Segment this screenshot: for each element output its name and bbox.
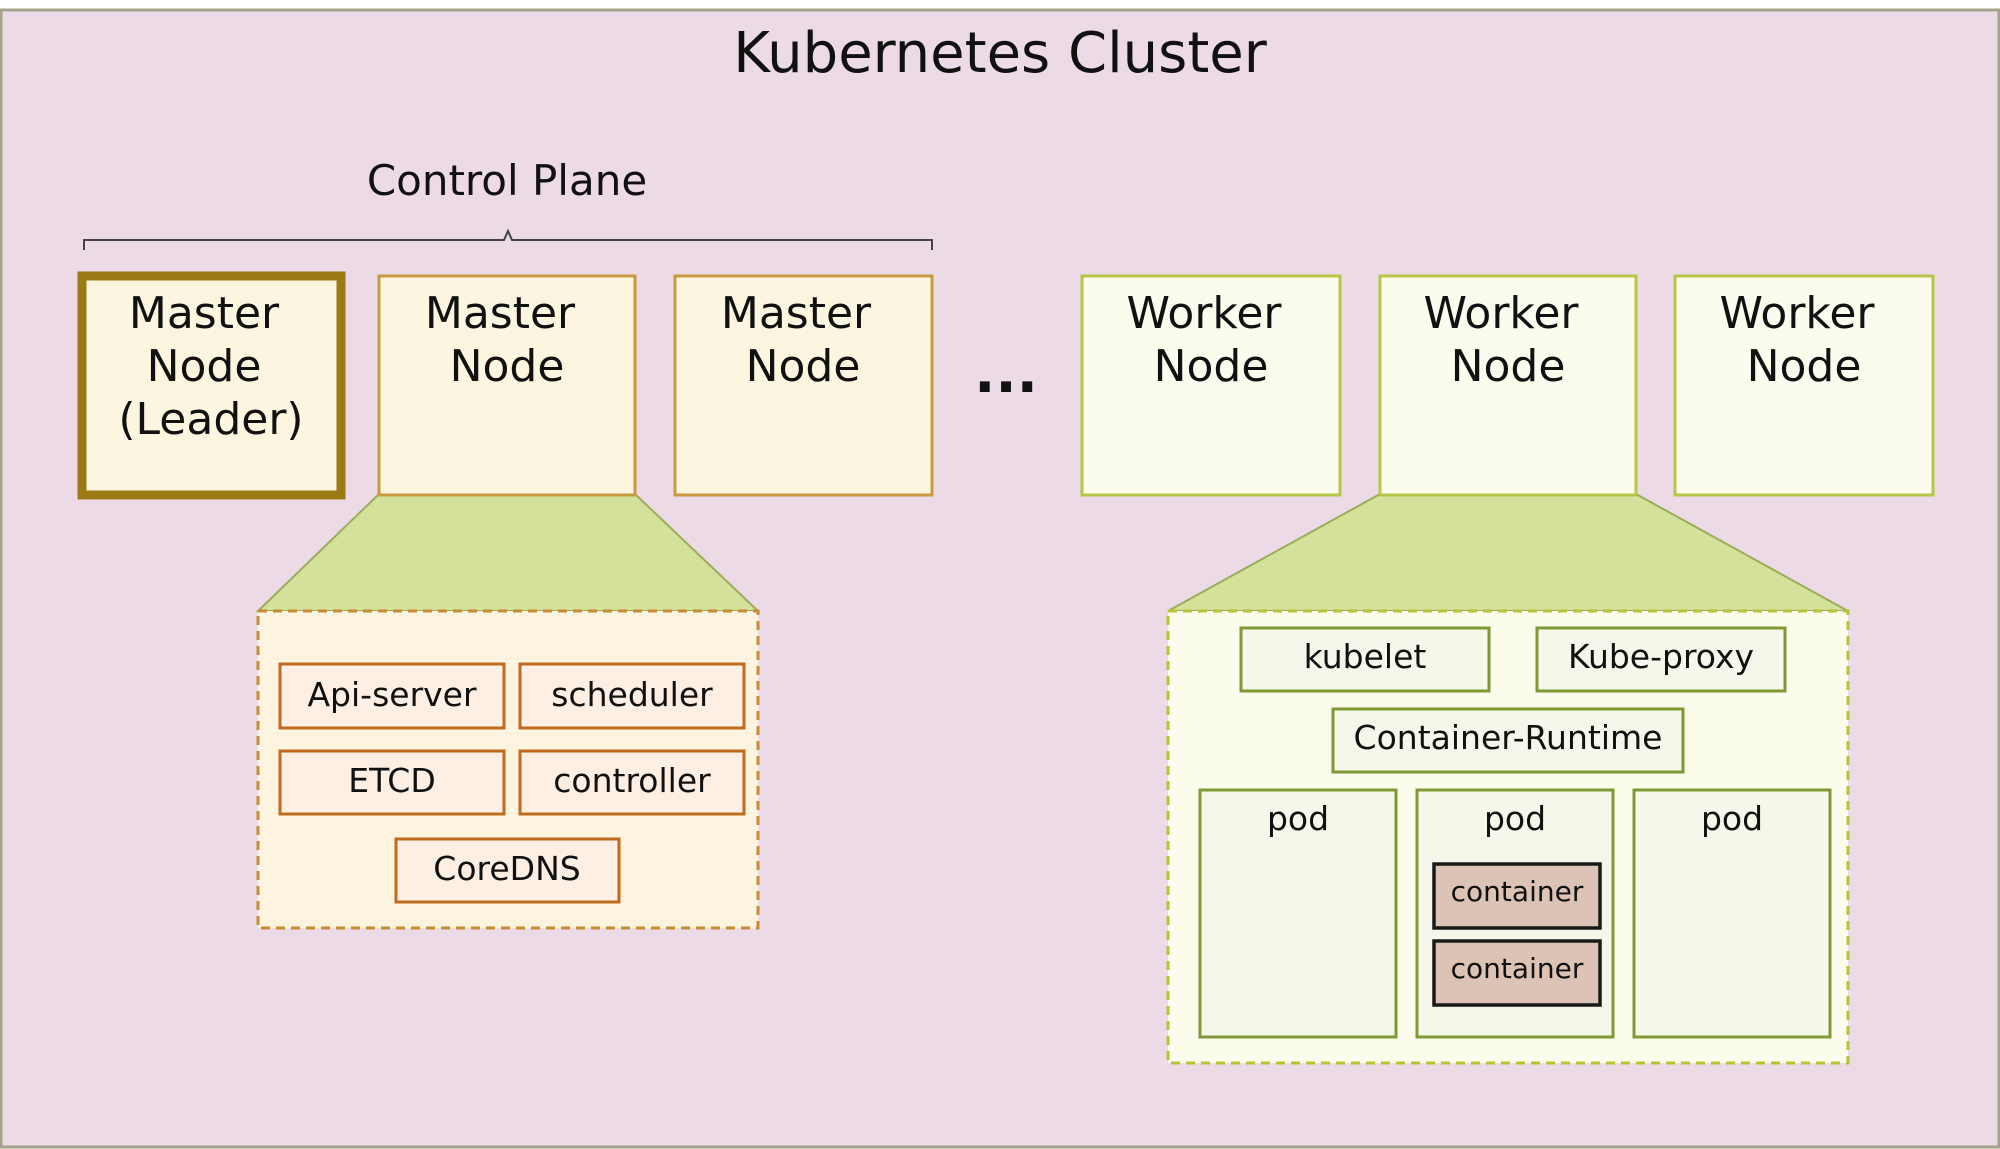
worker-component-box bbox=[1239, 626, 1491, 693]
worker-node-label: Worker bbox=[1126, 288, 1282, 339]
worker-component-label: kubelet bbox=[1304, 637, 1427, 676]
component-label: scheduler bbox=[551, 675, 713, 714]
master-node-label: (Leader) bbox=[118, 394, 303, 445]
master-node-label: Node bbox=[746, 341, 861, 392]
container-box bbox=[1432, 862, 1602, 930]
master-node-label: Master bbox=[721, 288, 872, 339]
worker-node: Worker Node bbox=[1673, 274, 1935, 497]
svg-text:Master Node: Master Node bbox=[721, 288, 885, 392]
worker-node: Worker Node bbox=[1378, 274, 1638, 497]
component-box bbox=[518, 662, 746, 730]
container-label: container bbox=[1451, 952, 1584, 985]
component-box bbox=[278, 662, 506, 730]
worker-node-label: Node bbox=[1747, 341, 1862, 392]
pod-label: pod bbox=[1267, 799, 1329, 838]
component-box bbox=[394, 837, 621, 904]
component-box bbox=[278, 749, 506, 816]
master-node-label: Node bbox=[147, 341, 262, 392]
master-node: Master Node bbox=[377, 274, 637, 497]
pod-label: pod bbox=[1484, 799, 1546, 838]
svg-text:Worker Node: Worker Node bbox=[1423, 288, 1592, 392]
control-plane-bracket bbox=[83, 228, 933, 250]
master-node-detail: Api-server scheduler ETCD controller Cor… bbox=[256, 609, 760, 930]
worker-node-label: Worker bbox=[1719, 288, 1875, 339]
container-label: container bbox=[1451, 875, 1584, 908]
master-node-label: Node bbox=[450, 341, 565, 392]
worker-node-label: Node bbox=[1451, 341, 1566, 392]
svg-text:Master Node: Master Node bbox=[425, 288, 589, 392]
worker-component-box bbox=[1535, 626, 1787, 693]
cluster-title: Kubernetes Cluster bbox=[733, 21, 1268, 86]
component-box bbox=[518, 749, 746, 816]
worker-component-label: Kube-proxy bbox=[1568, 637, 1754, 676]
master-node-leader: Master Node (Leader) bbox=[77, 271, 346, 500]
worker-component-box bbox=[1331, 707, 1685, 774]
master-node-label: Master bbox=[425, 288, 576, 339]
master-node: Master Node bbox=[673, 274, 934, 497]
pod-box bbox=[1632, 788, 1832, 1039]
container-box bbox=[1432, 939, 1602, 1007]
worker-node-label: Node bbox=[1154, 341, 1269, 392]
component-label: CoreDNS bbox=[433, 849, 580, 888]
ellipsis: ... bbox=[974, 341, 1038, 406]
svg-text:Master Node (L: Master Node (Leader) bbox=[118, 288, 303, 445]
component-label: Api-server bbox=[307, 675, 476, 714]
svg-text:Worker Node: Worker Node bbox=[1719, 288, 1888, 392]
svg-text:Worker Node: Worker Node bbox=[1126, 288, 1295, 392]
component-label: controller bbox=[553, 761, 711, 800]
worker-node-detail: kubelet Kube-proxy Container-Runtime pod… bbox=[1166, 609, 1850, 1065]
control-plane-label: Control Plane bbox=[367, 156, 647, 205]
worker-component-label: Container-Runtime bbox=[1354, 718, 1663, 757]
worker-node-label: Worker bbox=[1423, 288, 1579, 339]
pod-box bbox=[1198, 788, 1398, 1039]
master-node-label: Master bbox=[129, 288, 280, 339]
component-label: ETCD bbox=[348, 761, 436, 800]
pod-label: pod bbox=[1701, 799, 1763, 838]
worker-node: Worker Node bbox=[1080, 274, 1342, 497]
